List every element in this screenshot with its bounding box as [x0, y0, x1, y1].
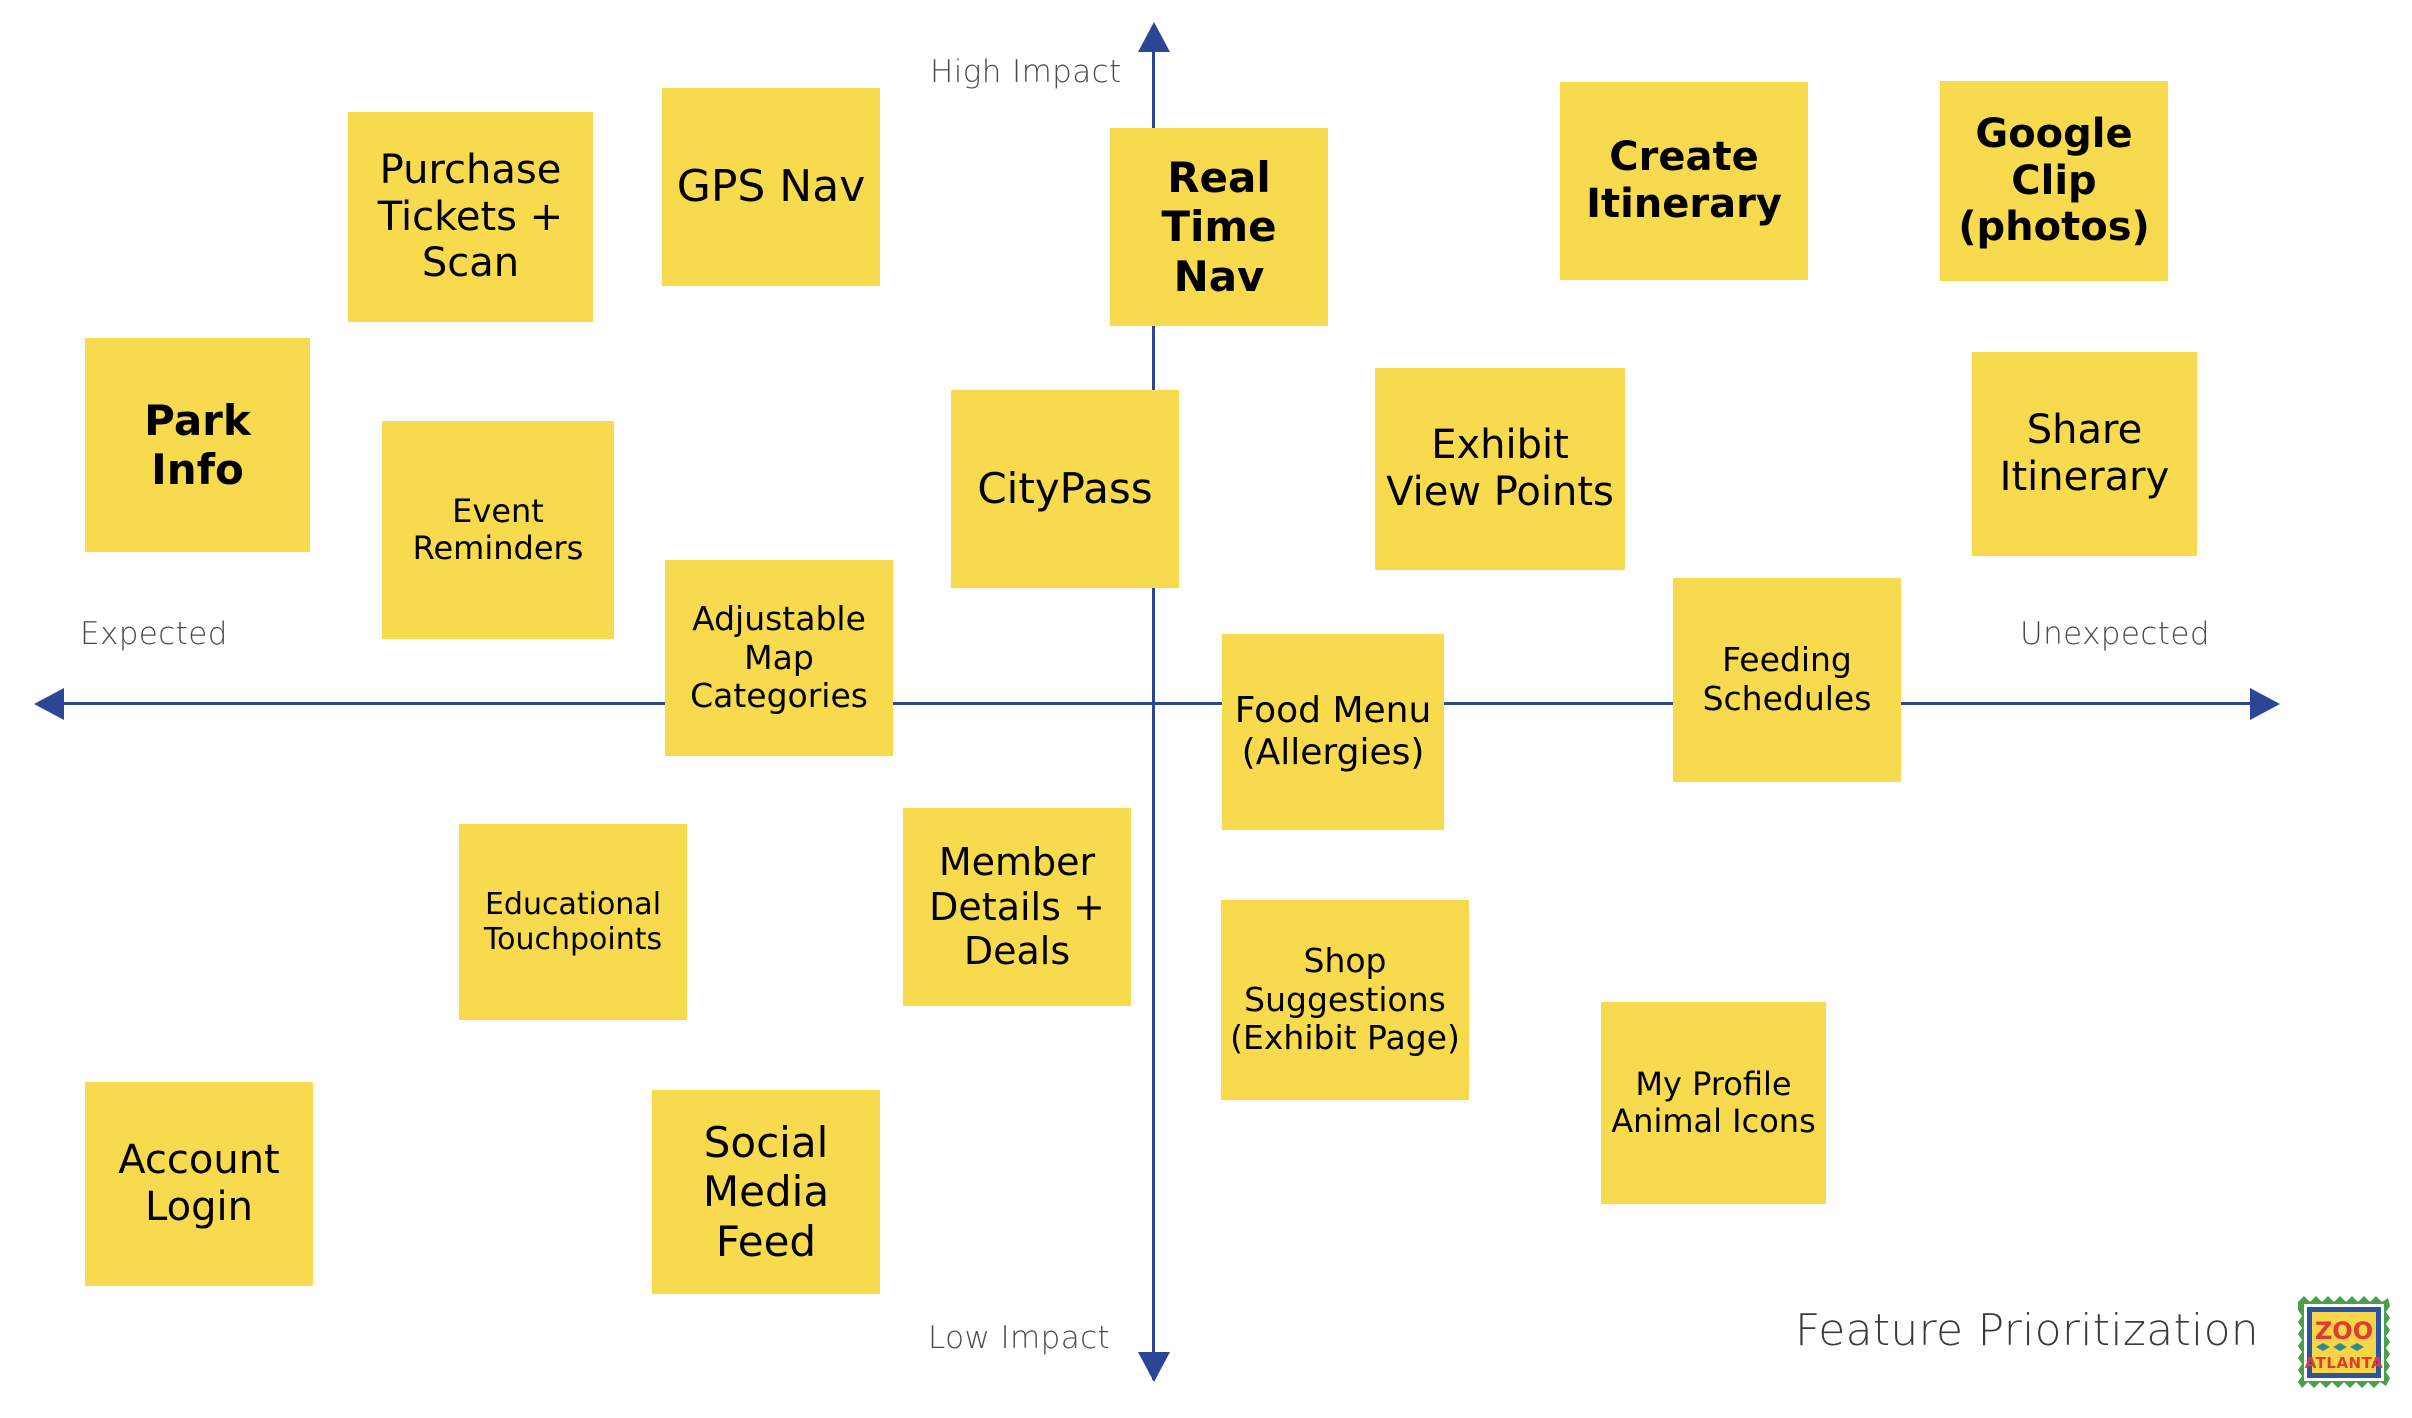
- sticky-note-label: Share Itinerary: [1999, 407, 2170, 500]
- sticky-note-account-login[interactable]: Account Login: [85, 1082, 313, 1286]
- horizontal-axis-line: [48, 702, 2266, 705]
- sticky-note-label: GPS Nav: [676, 161, 866, 213]
- sticky-note-citypass[interactable]: CityPass: [951, 390, 1179, 588]
- sticky-note-label: Social Media Feed: [702, 1118, 830, 1266]
- sticky-note-label: Adjustable Map Categories: [690, 599, 868, 716]
- axis-label-unexpected: Unexpected: [2020, 616, 2210, 652]
- sticky-note-social-media-feed[interactable]: Social Media Feed: [652, 1090, 880, 1294]
- sticky-note-adjustable-map-categories[interactable]: Adjustable Map Categories: [665, 560, 893, 756]
- sticky-note-label: Park Info: [144, 395, 251, 494]
- sticky-note-google-clip-photos[interactable]: Google Clip (photos): [1940, 81, 2168, 281]
- arrow-up-icon: [1138, 22, 1170, 52]
- sticky-note-label: Account Login: [118, 1137, 280, 1230]
- sticky-note-purchase-tickets-scan[interactable]: Purchase Tickets + Scan: [348, 112, 593, 322]
- sticky-note-park-info[interactable]: Park Info: [85, 338, 310, 552]
- sticky-note-gps-nav[interactable]: GPS Nav: [662, 88, 880, 286]
- svg-text:ZOO: ZOO: [2315, 1317, 2373, 1345]
- sticky-note-label: Feeding Schedules: [1702, 640, 1872, 718]
- vertical-axis-line: [1152, 28, 1155, 1380]
- sticky-note-label: My Profile Animal Icons: [1611, 1064, 1816, 1140]
- sticky-note-label: Google Clip (photos): [1958, 110, 2150, 251]
- sticky-note-label: Exhibit View Points: [1386, 422, 1614, 515]
- sticky-note-food-menu-allergies[interactable]: Food Menu (Allergies): [1222, 634, 1444, 830]
- sticky-note-label: CityPass: [977, 464, 1153, 514]
- sticky-note-label: Shop Suggestions (Exhibit Page): [1230, 941, 1460, 1058]
- arrow-down-icon: [1138, 1352, 1170, 1382]
- svg-text:ATLANTA: ATLANTA: [2305, 1354, 2384, 1372]
- sticky-note-label: Food Menu (Allergies): [1234, 689, 1432, 773]
- sticky-note-share-itinerary[interactable]: Share Itinerary: [1972, 352, 2197, 556]
- sticky-note-label: Real Time Nav: [1161, 153, 1277, 301]
- sticky-note-real-time-nav[interactable]: Real Time Nav: [1110, 128, 1328, 326]
- sticky-note-my-profile-animal-icons[interactable]: My Profile Animal Icons: [1601, 1002, 1826, 1204]
- axis-label-expected: Expected: [80, 616, 228, 652]
- zoo-atlanta-logo: ZOO ATLANTA: [2292, 1292, 2396, 1396]
- sticky-note-label: Event Reminders: [412, 491, 584, 567]
- arrow-left-icon: [34, 688, 64, 720]
- sticky-note-create-itinerary[interactable]: Create Itinerary: [1560, 82, 1808, 280]
- sticky-note-label: Purchase Tickets + Scan: [377, 146, 564, 287]
- sticky-note-educational-touchpoints[interactable]: Educational Touchpoints: [459, 824, 687, 1020]
- sticky-note-member-details-deals[interactable]: Member Details + Deals: [903, 808, 1131, 1006]
- sticky-note-event-reminders[interactable]: Event Reminders: [382, 421, 614, 639]
- axis-label-high-impact: High Impact: [930, 54, 1122, 90]
- sticky-note-feeding-schedules[interactable]: Feeding Schedules: [1673, 578, 1901, 782]
- axis-label-low-impact: Low Impact: [928, 1320, 1111, 1356]
- sticky-note-shop-suggestions-exhibit-page[interactable]: Shop Suggestions (Exhibit Page): [1221, 900, 1469, 1100]
- sticky-note-label: Member Details + Deals: [929, 840, 1105, 974]
- sticky-note-exhibit-view-points[interactable]: Exhibit View Points: [1375, 368, 1625, 570]
- footer-title: Feature Prioritization: [1795, 1305, 2259, 1356]
- sticky-note-label: Create Itinerary: [1586, 134, 1782, 227]
- arrow-right-icon: [2250, 688, 2280, 720]
- sticky-note-label: Educational Touchpoints: [483, 886, 663, 957]
